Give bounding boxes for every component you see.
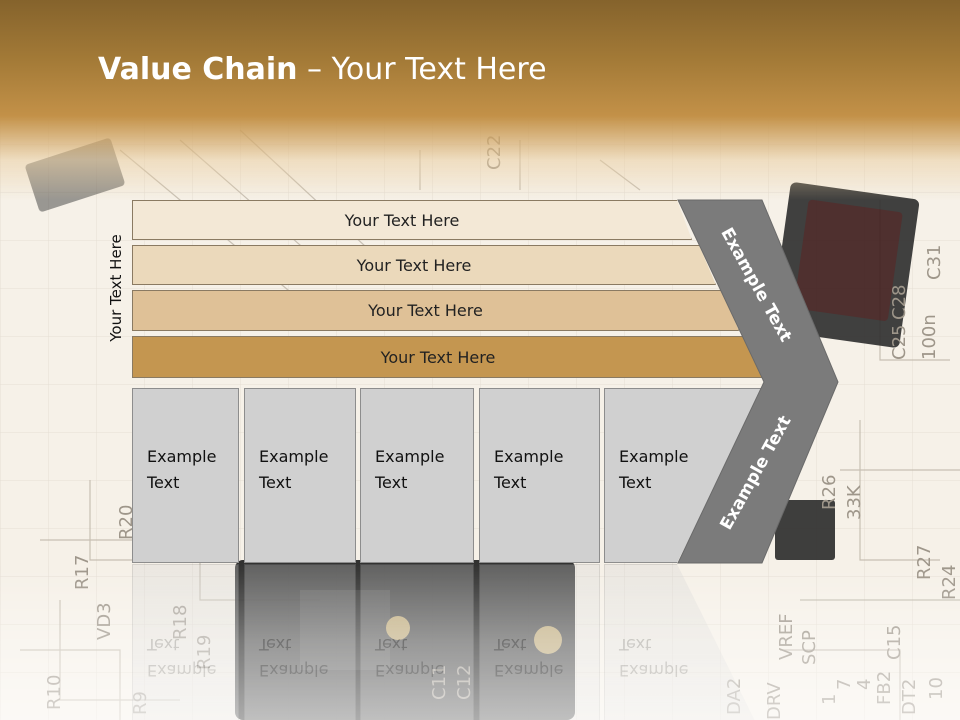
chevron-shape — [677, 199, 839, 564]
example-box-2-line1: Example — [259, 447, 329, 466]
band-4[interactable]: Your Text Here — [132, 336, 764, 378]
example-box-1-line2: Text — [147, 473, 180, 492]
band-1[interactable]: Your Text Here — [132, 200, 692, 240]
background-label: R20 — [116, 505, 137, 540]
example-box-5-line1: Example — [619, 447, 689, 466]
band-2[interactable]: Your Text Here — [132, 245, 716, 285]
band-3-label: Your Text Here — [368, 301, 483, 320]
band-4-label: Your Text Here — [380, 347, 496, 367]
background-label: 33K — [844, 484, 865, 520]
background-label: R26 — [819, 475, 840, 510]
example-box-5-line2: Text — [619, 473, 652, 492]
background-label: C25 — [889, 325, 910, 360]
background-label: C28 — [889, 285, 910, 320]
band-3[interactable]: Your Text Here — [132, 290, 739, 331]
background-label: C31 — [924, 245, 945, 280]
band-2-label: Your Text Here — [356, 255, 472, 275]
example-box-4-line1: Example — [494, 447, 564, 466]
example-box-3-line2: Text — [375, 473, 408, 492]
band-1-label: Your Text Here — [344, 210, 460, 230]
example-box-2-line2: Text — [259, 473, 292, 492]
background-label: 100n — [919, 314, 940, 360]
example-box-4-line2: Text — [494, 473, 527, 492]
example-box-3-line1: Example — [375, 447, 445, 466]
title-rest: – Your Text Here — [297, 52, 547, 87]
header-band — [0, 0, 960, 200]
example-box-1-line1: Example — [147, 447, 217, 466]
title-bold: Value Chain — [98, 52, 298, 87]
slide-title: Value Chain – Your Text Here — [98, 52, 547, 87]
